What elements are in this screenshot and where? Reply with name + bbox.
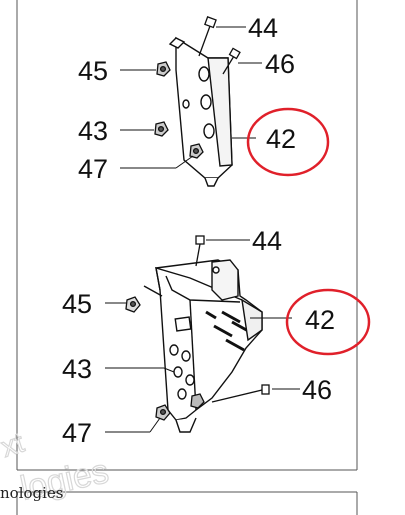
upper-bracket-plate (168, 36, 233, 187)
lower-nut-45 (125, 296, 141, 313)
lower-label-42: 42 (305, 305, 335, 335)
page-frame (16, 0, 358, 515)
footer-credit: nologies (0, 484, 64, 502)
lower-bolt-44 (195, 235, 205, 267)
upper-label-43: 43 (78, 116, 108, 146)
upper-label-46: 46 (265, 49, 295, 79)
upper-leader-lines (120, 26, 262, 169)
upper-bolt-46 (222, 47, 241, 75)
lower-bracket-view: 44 45 42 43 46 47 (62, 226, 371, 448)
upper-label-47: 47 (78, 154, 108, 184)
lower-label-43: 43 (62, 354, 92, 384)
upper-bolt-44 (198, 16, 217, 57)
lower-nut-rear (190, 393, 205, 409)
lower-leader-lines (105, 239, 300, 433)
upper-label-42: 42 (266, 124, 296, 154)
upper-bracket-view: 44 45 46 43 42 47 (78, 13, 330, 187)
lower-highlight-circle (285, 288, 371, 356)
lower-bolt-46 (211, 384, 270, 403)
upper-highlight-circle (246, 107, 330, 177)
lower-bracket-plate (143, 259, 263, 433)
upper-nut-45 (156, 61, 171, 77)
lower-nut-47 (155, 404, 171, 421)
lower-label-45: 45 (62, 289, 92, 319)
upper-nut-43 (154, 121, 169, 137)
watermark-line-1: xt (0, 427, 28, 463)
upper-label-45: 45 (78, 56, 108, 86)
upper-label-44: 44 (248, 13, 278, 43)
lower-label-46: 46 (302, 375, 332, 405)
lower-label-47: 47 (62, 418, 92, 448)
lower-label-44: 44 (252, 226, 282, 256)
upper-nut-47 (189, 143, 204, 159)
